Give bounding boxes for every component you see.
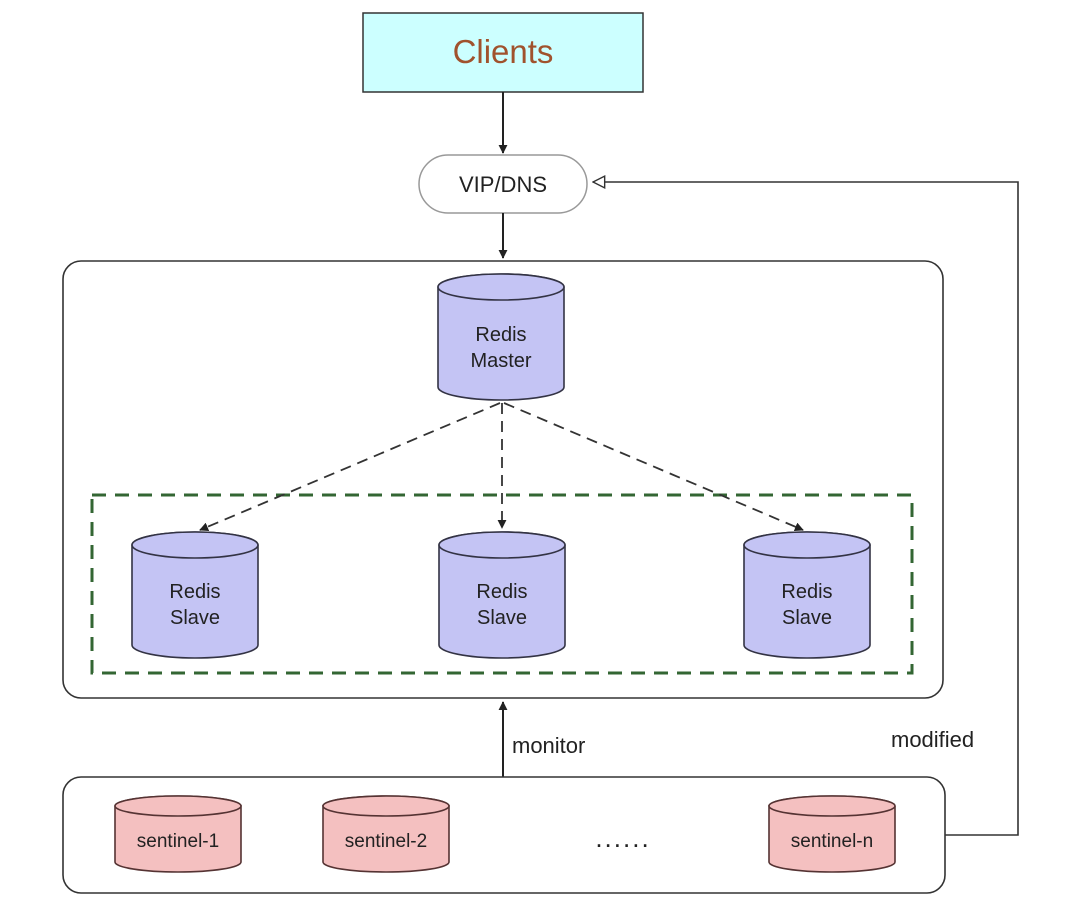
redis-slave-label-line2: Slave [477, 607, 527, 629]
redis-slave-label-line2: Slave [782, 607, 832, 629]
sentinel-node: sentinel-2 [322, 795, 450, 873]
redis-slave-node: Redis Slave [743, 531, 871, 659]
modified-arrow [593, 182, 1019, 836]
replication-arrows [199, 402, 804, 531]
slave-group-border [90, 493, 914, 675]
redis-slave-node: Redis Slave [131, 531, 259, 659]
sentinel-label: sentinel-2 [345, 831, 427, 852]
redis-slave-label-line1: Redis [169, 581, 220, 603]
sentinel-node: sentinel-1 [114, 795, 242, 873]
master-to-slave-1-arrow [199, 402, 501, 531]
redis-cluster-container [62, 260, 944, 699]
redis-master-node: Redis Master [437, 273, 565, 401]
clients-label: Clients [453, 33, 554, 70]
modified-label: modified [891, 727, 974, 752]
redis-slave-label-line2: Slave [170, 607, 220, 629]
master-to-slave-3-arrow [503, 402, 804, 531]
redis-slave-label-line1: Redis [476, 581, 527, 603]
clients-node: Clients [362, 12, 644, 93]
monitor-label: monitor [512, 733, 585, 758]
vip-dns-label: VIP/DNS [459, 172, 547, 197]
sentinel-label: sentinel-1 [137, 831, 219, 852]
redis-master-label-line1: Redis [475, 324, 526, 346]
redis-slave-node: Redis Slave [438, 531, 566, 659]
redis-slave-label-line1: Redis [781, 581, 832, 603]
vip-dns-node: VIP/DNS [418, 154, 588, 214]
sentinel-label: sentinel-n [791, 831, 873, 852]
sentinel-node: sentinel-n [768, 795, 896, 873]
sentinel-ellipsis: ...... [595, 823, 650, 853]
redis-master-label-line2: Master [470, 350, 531, 372]
